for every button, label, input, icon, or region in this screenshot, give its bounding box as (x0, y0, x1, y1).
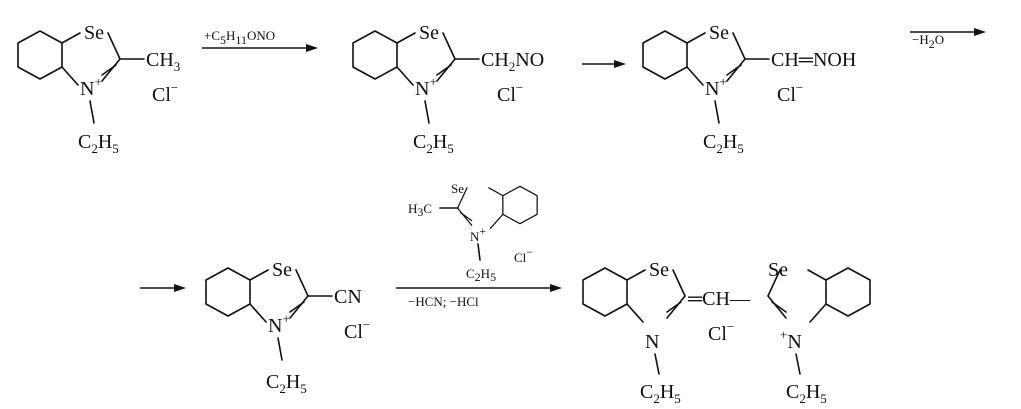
arrow-5-condition: −HCN; −HCl (408, 294, 479, 309)
reaction-arrow-2 (582, 60, 626, 68)
chloride-counterion: Cl− (152, 80, 178, 106)
nitrogen-label: N+ (80, 74, 102, 100)
product-right-ethyl: C2H5 (786, 381, 827, 406)
ethyl-label: C2H5 (413, 131, 454, 156)
molecule-2-methyl-benzoselenazolium: Se CH3 N+ Cl− C2H5 (17, 22, 180, 156)
product-chloride-counterion: Cl− (708, 319, 734, 345)
reagent-nitrogen-label: N+ (470, 224, 486, 244)
substituent-label: CH═NOH (771, 49, 856, 71)
reagent-methyl-label: H3C (408, 201, 432, 219)
product-left-nitrogen: N (645, 331, 659, 353)
heteroatom-label: Se (272, 259, 292, 281)
molecule-2-oxime-benzoselenazolium: Se CH═NOH N+ Cl− C2H5 (642, 22, 856, 156)
methine-bridge: ═CH— (687, 288, 751, 310)
reagent-chloride-counterion: Cl− (514, 245, 533, 265)
reaction-arrow-3: −H2O (910, 28, 986, 51)
chloride-counterion: Cl− (344, 317, 370, 343)
product-left-heteroatom: Se (649, 259, 669, 281)
nitrogen-label: N+ (705, 74, 727, 100)
product-right-nitrogen: +N (780, 327, 802, 353)
chloride-counterion: Cl− (777, 80, 803, 106)
reaction-arrow-4 (140, 284, 186, 292)
chloride-counterion: Cl− (497, 80, 523, 106)
heteroatom-label: Se (84, 22, 104, 44)
reagent-heteroatom-label: Se (451, 181, 464, 196)
nitrogen-label: N+ (268, 311, 290, 337)
product-left-ethyl: C2H5 (640, 381, 681, 406)
arrow-3-condition: −H2O (912, 32, 944, 51)
ethyl-label: C2H5 (78, 131, 119, 156)
nitrogen-label: N+ (415, 74, 437, 100)
molecule-2-nitrosomethyl-benzoselenazolium: Se CH2NO N+ Cl− C2H5 (352, 22, 544, 156)
ethyl-label: C2H5 (266, 371, 307, 396)
substituent-label: CH3 (146, 49, 180, 74)
reaction-arrow-1: +C5H11ONO (202, 28, 318, 52)
ethyl-label: C2H5 (703, 131, 744, 156)
reagent-2-methyl-benzoselenazolium: Se H3C N+ Cl− C2H5 (408, 181, 538, 284)
arrow-1-reagent: +C5H11ONO (204, 28, 275, 47)
product-cyanine-dye: Se N C2H5 ═CH— Cl− Se +N C2H5 (582, 259, 871, 406)
reagent-ethyl-label: C2H5 (466, 266, 496, 284)
substituent-label: CH2NO (481, 49, 544, 74)
heteroatom-label: Se (709, 22, 729, 44)
substituent-label: CN (334, 286, 362, 308)
molecule-2-cyano-benzoselenazolium: Se CN N+ Cl− C2H5 (205, 259, 370, 396)
reaction-arrow-5: −HCN; −HCl (396, 284, 562, 309)
product-right-heteroatom: Se (768, 259, 788, 281)
heteroatom-label: Se (419, 22, 439, 44)
